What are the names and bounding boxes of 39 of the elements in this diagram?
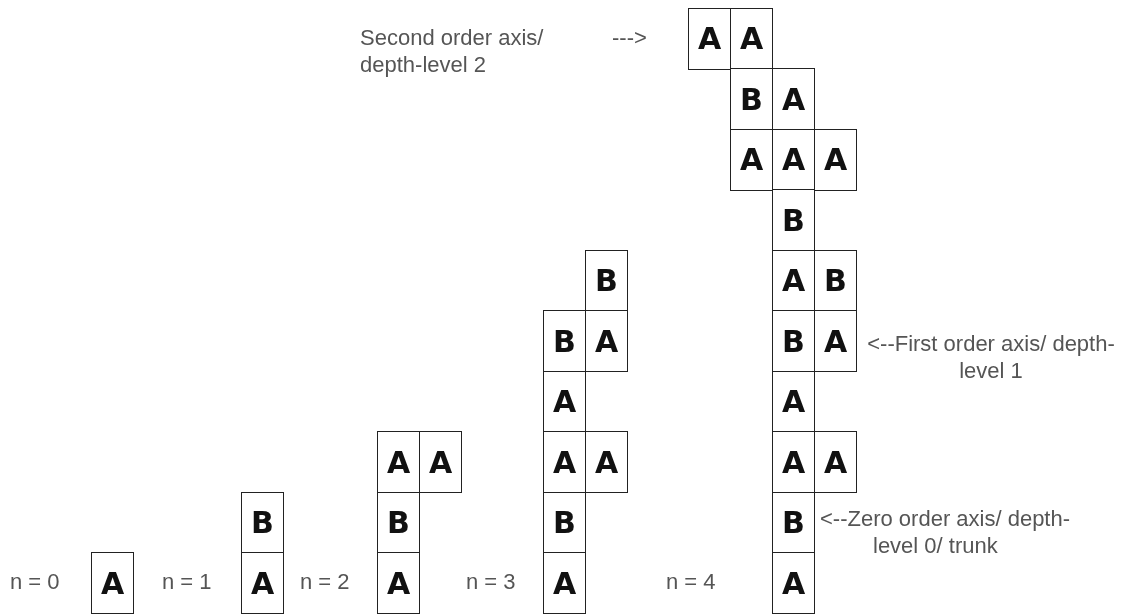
- letter-cell: A: [814, 431, 857, 493]
- annotation-text: n = 4: [666, 568, 717, 595]
- letter-cell: B: [772, 491, 815, 554]
- letter-cell: B: [814, 249, 857, 312]
- letter-cell: A: [730, 128, 773, 191]
- letter-cell: A: [543, 370, 586, 433]
- letter-cell: A: [543, 552, 586, 614]
- letter-cell: B: [730, 68, 773, 130]
- letter-cell: A: [772, 552, 815, 614]
- letter-cell: A: [241, 552, 284, 614]
- letter-cell: B: [543, 491, 586, 554]
- letter-cell: A: [91, 552, 134, 614]
- letter-cell: A: [730, 7, 773, 70]
- letter-cell: A: [377, 552, 420, 614]
- letter-cell: A: [688, 7, 731, 70]
- letter-cell: A: [772, 68, 815, 130]
- letter-cell: A: [585, 431, 628, 493]
- annotation-text: <--First order axis/ depth-level 1: [866, 330, 1116, 384]
- annotation-text: n = 0: [10, 568, 61, 595]
- annotation-text: n = 3: [466, 568, 517, 595]
- letter-cell: A: [814, 310, 857, 372]
- letter-cell: B: [772, 189, 815, 251]
- letter-cell: A: [419, 431, 462, 493]
- letter-cell: A: [772, 370, 815, 433]
- letter-cell: B: [241, 491, 284, 554]
- letter-cell: B: [543, 310, 586, 372]
- letter-cell: A: [814, 128, 857, 191]
- letter-cell: A: [543, 431, 586, 493]
- annotation-text: n = 2: [300, 568, 351, 595]
- letter-cell: B: [585, 249, 628, 312]
- annotation-text: --->: [612, 24, 648, 51]
- annotation-text: <--Zero order axis/ depth-level 0/ trunk: [820, 505, 1072, 559]
- letter-cell: A: [585, 310, 628, 372]
- letter-cell: A: [772, 431, 815, 493]
- annotation-text: n = 1: [162, 568, 213, 595]
- letter-cell: A: [377, 431, 420, 493]
- letter-cell: B: [772, 310, 815, 372]
- annotation-text: Second order axis/ depth-level 2: [360, 24, 545, 78]
- letter-cell: B: [377, 491, 420, 554]
